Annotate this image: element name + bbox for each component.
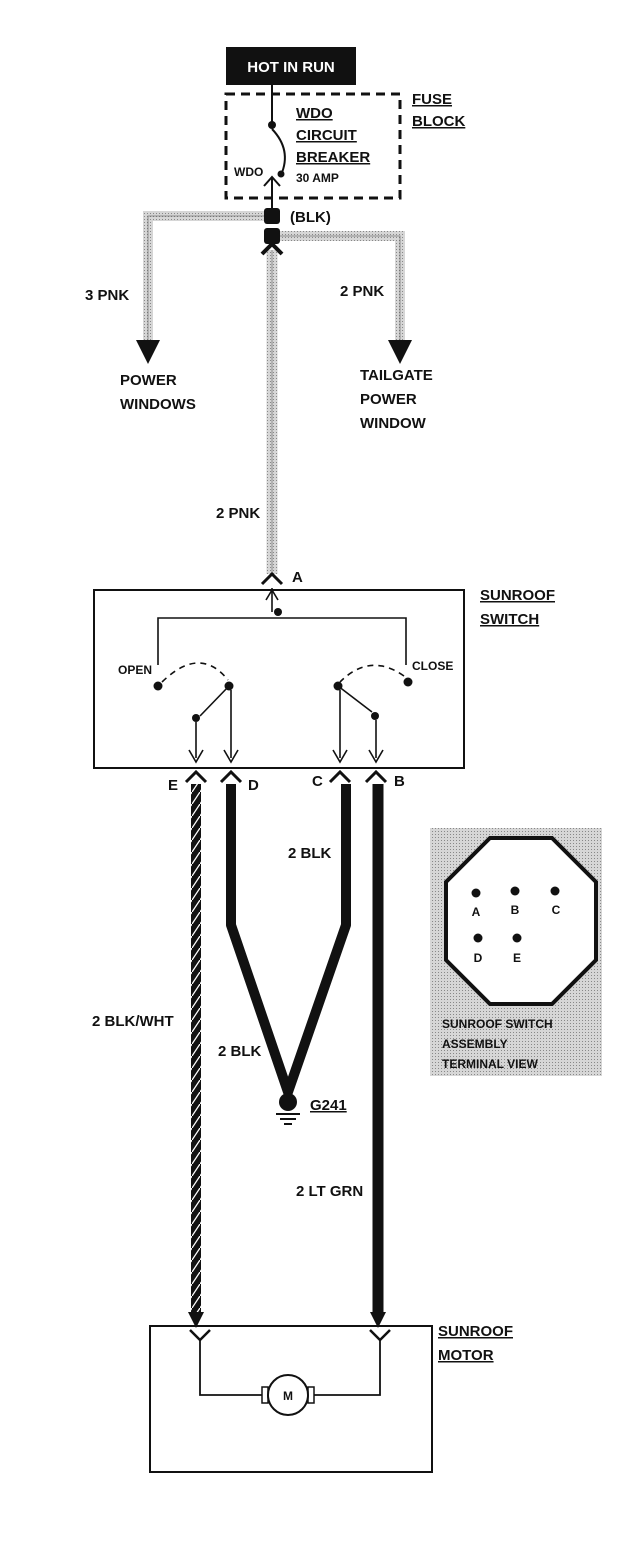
breaker-label-3: BREAKER — [296, 149, 370, 166]
open-label: OPEN — [118, 663, 152, 677]
pin-e-label: E — [513, 951, 521, 965]
terminal-view-inset: A B C D E SUNROOF SWITCH ASSEMBLY TERMIN… — [430, 828, 602, 1076]
breaker-label-2: CIRCUIT — [296, 127, 357, 144]
tailgate-label-2: POWER — [360, 391, 417, 408]
sunroof-motor: M SUNROOF MOTOR — [149, 1323, 513, 1473]
power-windows-label-2: WINDOWS — [120, 396, 196, 413]
fuse-block-label-2: BLOCK — [412, 113, 465, 130]
close-label: CLOSE — [412, 659, 453, 673]
connector-label: (BLK) — [290, 209, 331, 226]
motor-label-1: SUNROOF — [438, 1323, 513, 1340]
pink-feed-wires — [143, 211, 405, 574]
pin-c-label: C — [552, 903, 561, 917]
breaker-label-1: WDO — [296, 105, 333, 122]
ground-label: G241 — [310, 1097, 347, 1114]
black-wires — [188, 784, 386, 1328]
tailgate-label-1: TAILGATE — [360, 367, 433, 384]
left-wire-label: 3 PNK — [85, 287, 129, 304]
blk-wire-label-top: 2 BLK — [288, 845, 332, 862]
tailgate-label-3: WINDOW — [360, 415, 427, 432]
terminal-d-label: D — [248, 777, 259, 794]
ground-g241: G241 — [276, 1093, 347, 1125]
pin-b-label: B — [511, 903, 520, 917]
pin-d-label: D — [474, 951, 483, 965]
hot-in-run-label: HOT IN RUN — [247, 59, 335, 76]
terminal-view-caption-3: TERMINAL VIEW — [442, 1057, 538, 1071]
terminal-b-label: B — [394, 773, 405, 790]
feed-wire-label: 2 PNK — [216, 505, 260, 522]
pin-a-label: A — [472, 905, 481, 919]
switch-label-2: SWITCH — [480, 611, 539, 628]
terminal-view-caption-1: SUNROOF SWITCH — [442, 1017, 553, 1031]
terminal-a-label: A — [292, 569, 303, 586]
blk-wht-wire-label: 2 BLK/WHT — [92, 1013, 174, 1030]
motor-label-2: MOTOR — [438, 1347, 494, 1364]
lt-grn-wire-label: 2 LT GRN — [296, 1183, 363, 1200]
terminal-c-label: C — [312, 773, 323, 790]
blk-connector: (BLK) — [260, 208, 331, 256]
wdo-terminal-label: WDO — [234, 165, 263, 179]
motor-symbol: M — [283, 1389, 293, 1403]
blk-wire-label-low: 2 BLK — [218, 1043, 262, 1060]
fuse-block-label-1: FUSE — [412, 91, 452, 108]
breaker-rating: 30 AMP — [296, 171, 339, 185]
fuse-block: WDO WDO CIRCUIT BREAKER 30 AMP FUSE BLOC… — [224, 85, 465, 212]
right-wire-label: 2 PNK — [340, 283, 384, 300]
terminal-view-caption-2: ASSEMBLY — [442, 1037, 508, 1051]
power-windows-label-1: POWER — [120, 372, 177, 389]
terminal-e-label: E — [168, 777, 178, 794]
hot-in-run-header: HOT IN RUN — [226, 47, 356, 85]
branch-arrows — [136, 340, 412, 364]
sunroof-switch: A OPEN CLOSE E D C B — [93, 569, 555, 794]
switch-label-1: SUNROOF — [480, 587, 555, 604]
